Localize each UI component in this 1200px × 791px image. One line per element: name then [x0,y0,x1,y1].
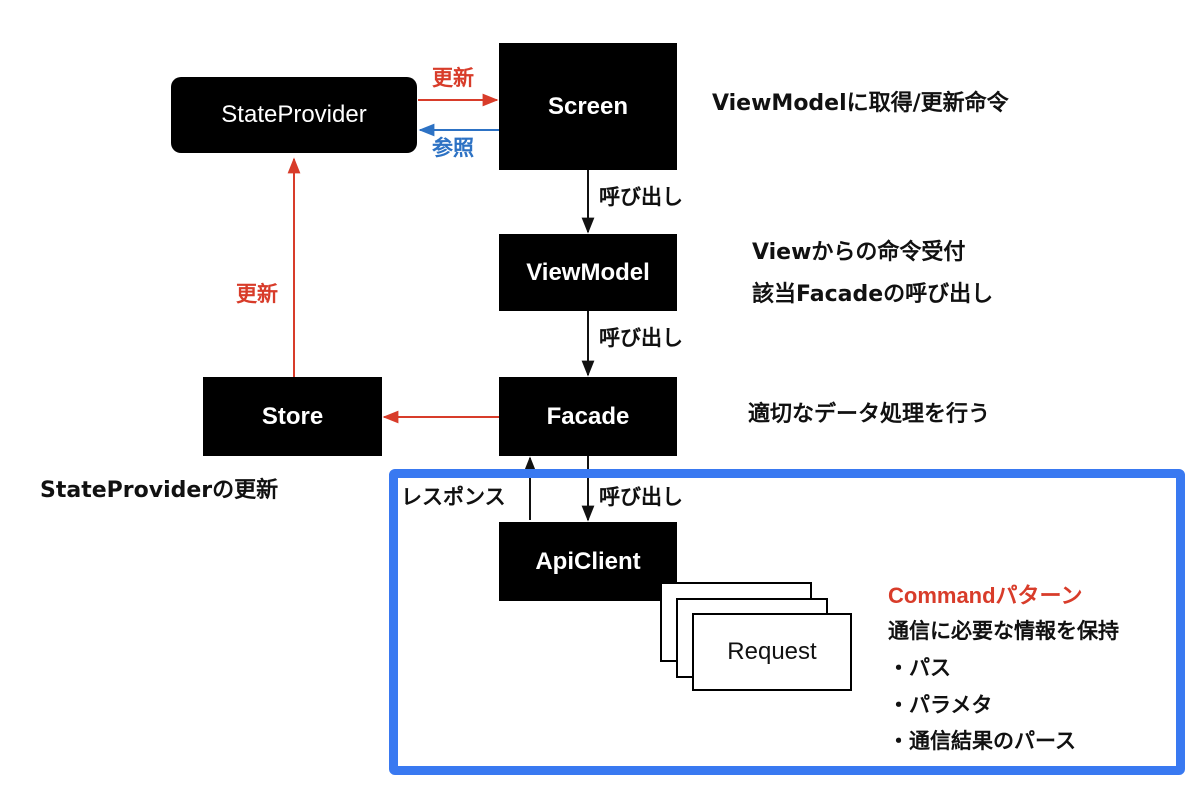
node-apiclient: ApiClient [499,522,677,601]
node-screen: Screen [499,43,677,170]
node-stateprovider: StateProvider [171,77,417,153]
request-card-front: Request [692,613,852,691]
command-title: Commandパターン [888,583,1083,608]
desc-store: StateProviderの更新 [40,478,279,503]
edge-label-update-left: 更新 [236,282,278,306]
edge-label-call-viewmodel: 呼び出し [599,326,683,350]
apiclient-group-box [389,469,1185,775]
desc-viewmodel-line1: Viewからの命令受付 [752,240,966,265]
edge-label-call-screen: 呼び出し [599,185,683,209]
command-subtitle: 通信に必要な情報を保持 [888,619,1119,644]
node-store: Store [203,377,382,456]
edge-label-update-top: 更新 [432,66,474,90]
node-facade: Facade [499,377,677,456]
desc-facade: 適切なデータ処理を行う [748,402,991,427]
command-item-parse: ・通信結果のパース [888,729,1076,754]
edge-label-response: レスポンス [401,485,506,509]
desc-viewmodel-line2: 該当Facadeの呼び出し [752,282,994,307]
command-item-path: ・パス [888,655,951,680]
edge-label-reference: 参照 [432,136,474,160]
desc-screen: ViewModelに取得/更新命令 [712,91,1009,116]
command-item-params: ・パラメタ [888,692,993,717]
edge-label-call-facade: 呼び出し [599,485,683,509]
node-viewmodel: ViewModel [499,234,677,311]
command-info: Commandパターン 通信に必要な情報を保持 ・パス ・パラメタ ・通信結果の… [888,578,1119,760]
